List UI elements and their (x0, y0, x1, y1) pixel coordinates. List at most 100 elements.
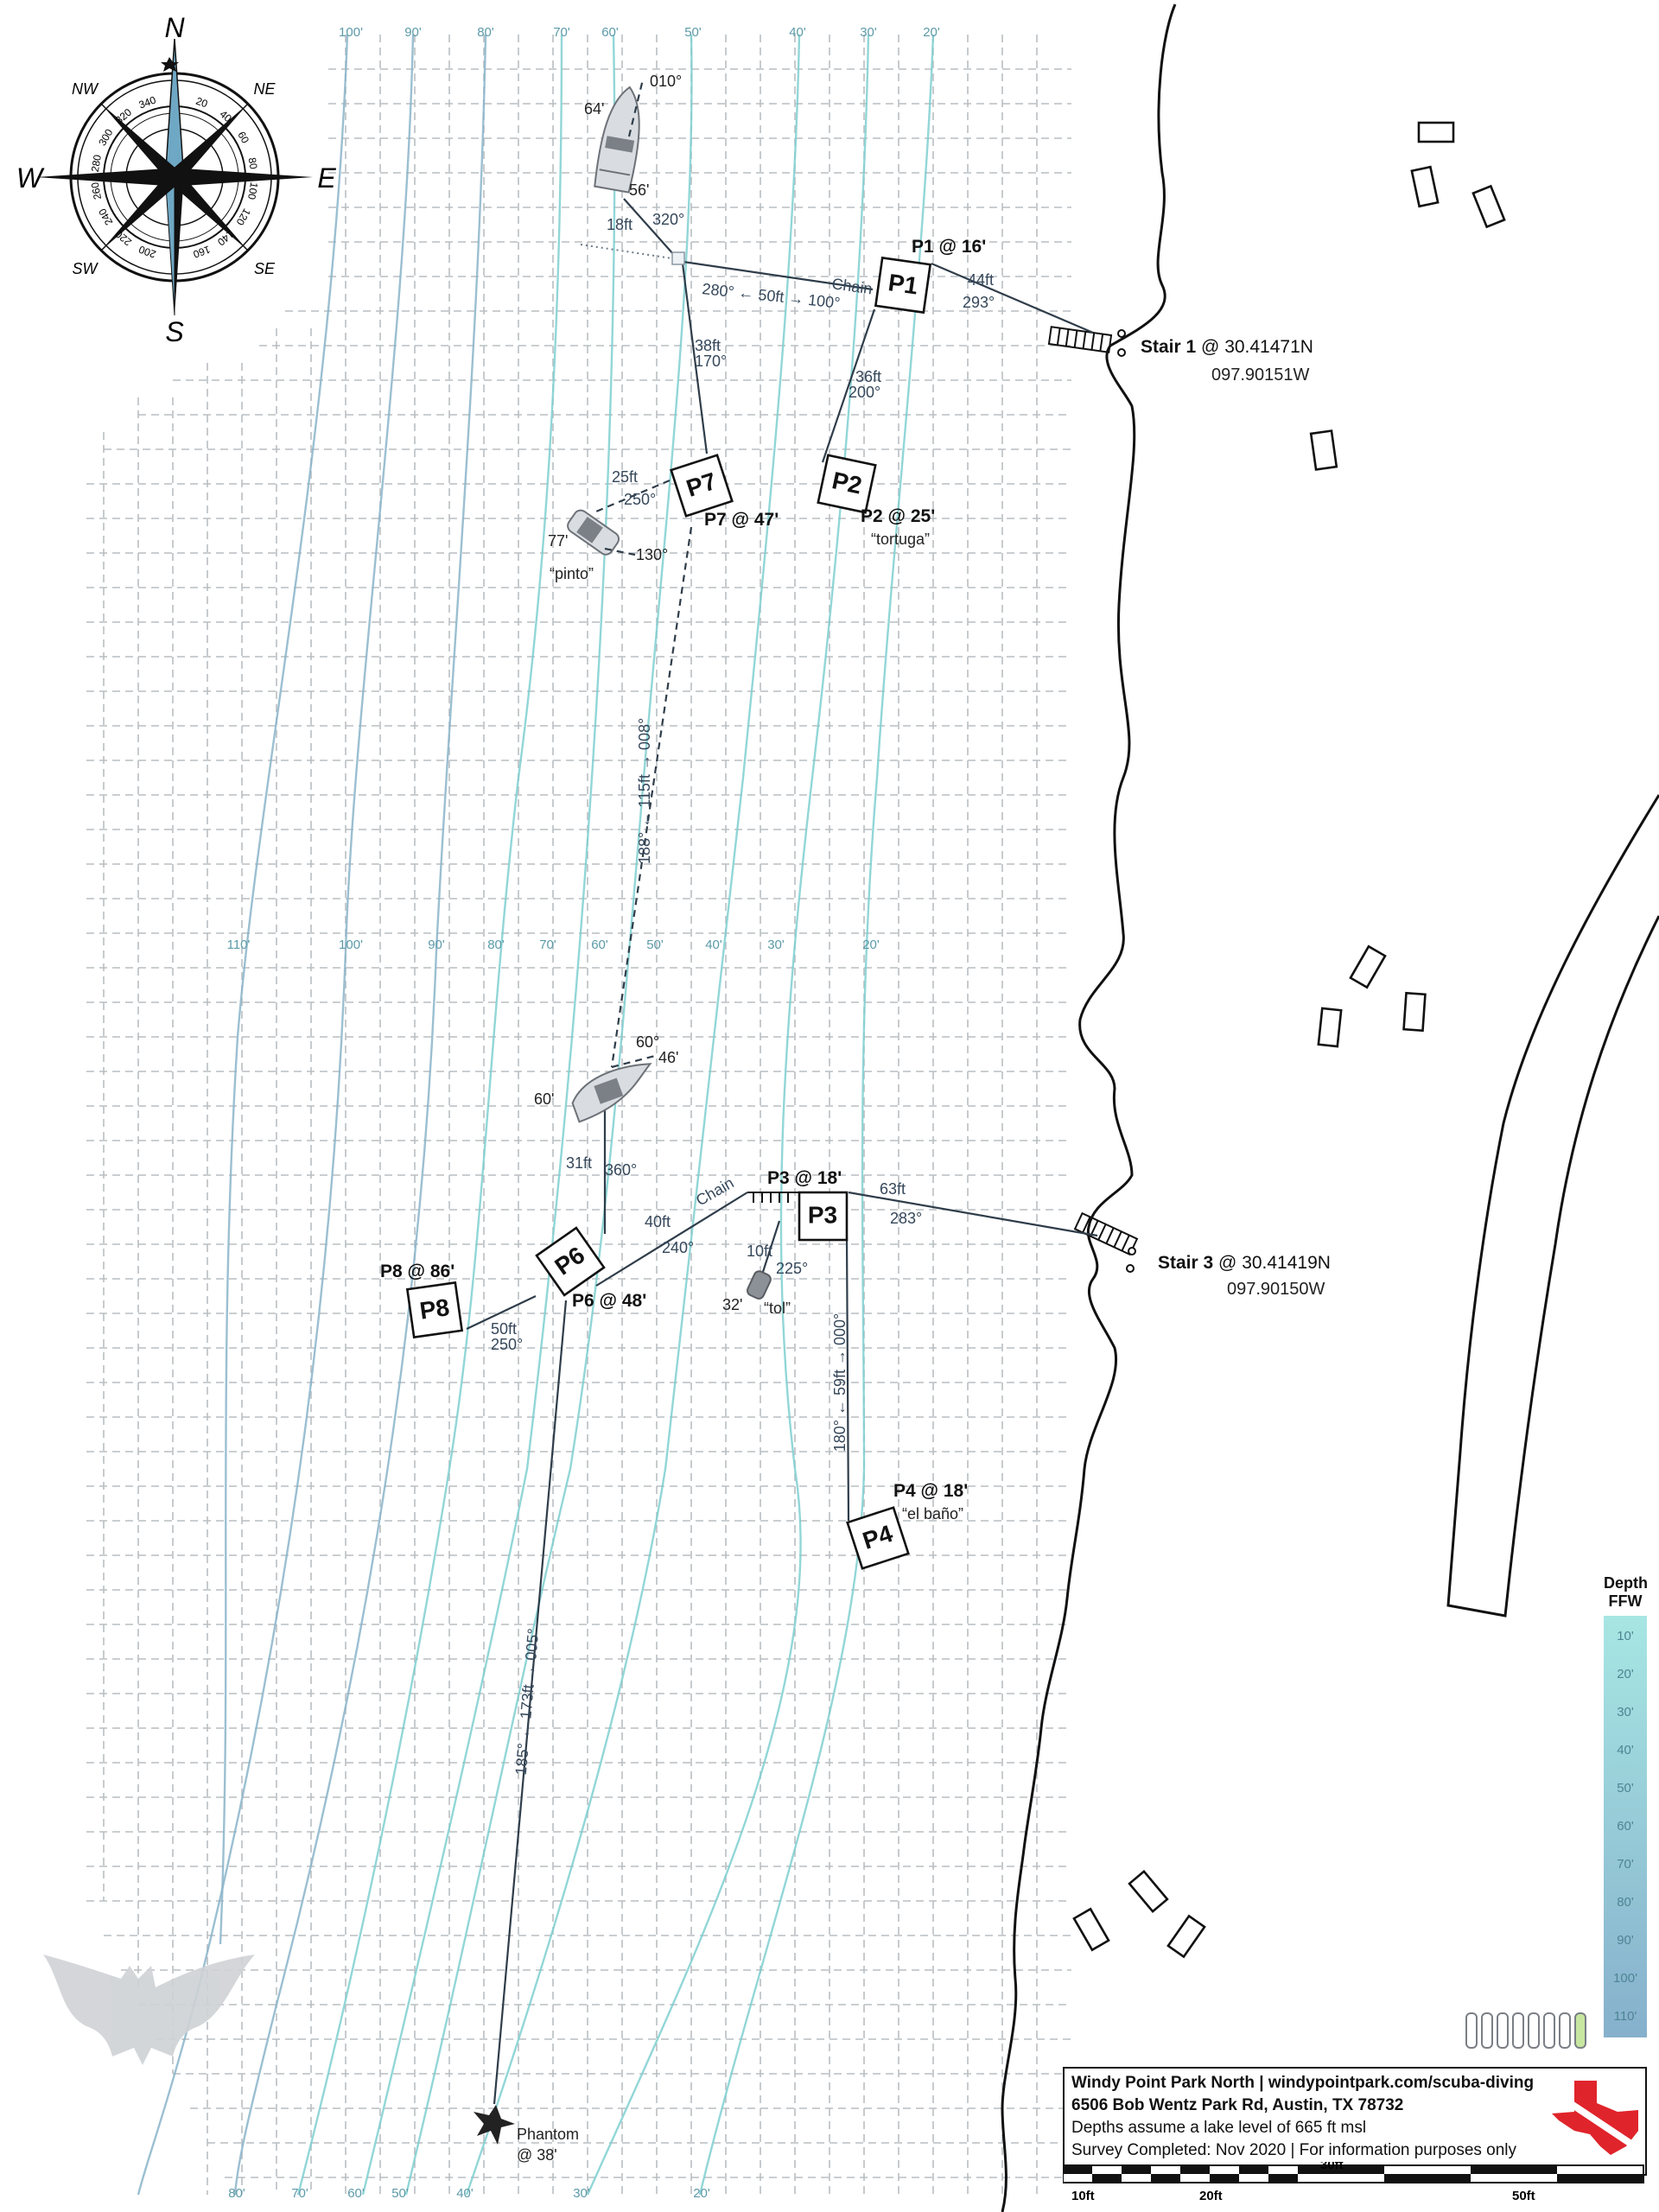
p1-p7-distance: 38ft (695, 337, 721, 354)
to-boat-distance: 18ft (607, 216, 632, 233)
boat-wreck-top[interactable] (594, 84, 648, 194)
map-legend: Windy Point Park North | windypointpark.… (1063, 2067, 1647, 2176)
p8-distance: 50ft (491, 1320, 517, 1338)
buoy-marker (671, 251, 685, 265)
depth-level: 90' (1617, 1933, 1634, 1948)
scale-label: 20ft (1199, 2189, 1223, 2203)
compass-nw: NW (72, 80, 99, 98)
stair-3-label: Stair 3 @ 30.41419N (1158, 1253, 1331, 1273)
point-p8-box: P8 (418, 1294, 451, 1324)
tol-bearing: 225° (776, 1260, 808, 1277)
contour-label: 50' (391, 2186, 409, 2201)
contour-label: 100' (339, 938, 363, 952)
point-p3[interactable]: P3 (798, 1191, 849, 1242)
boat2-heading: 60° (636, 1033, 659, 1051)
compass-rose: N S E W NE NW SE SW 20 40 60 80 100 120 … (16, 12, 336, 347)
to-boat-bearing: 320° (652, 211, 684, 228)
p1-p2-distance: 36ft (855, 368, 881, 385)
compass-deg-320: 320 (113, 106, 135, 127)
scale-bar: 10ft 20ft 30ft 50ft (1062, 2158, 1647, 2205)
compass-deg-160: 160 (191, 243, 212, 260)
depth-legend-title: Depth (1604, 1574, 1648, 1592)
building (1166, 1914, 1206, 1959)
tol-name: “tol” (764, 1300, 791, 1317)
scale-label: 30ft (1320, 2162, 1344, 2172)
compass-ne: NE (253, 80, 276, 98)
stair-3-longitude: 097.90150W (1227, 1280, 1325, 1299)
compass-e: E (317, 162, 336, 194)
depth-legend-bar: 10' 20' 30' 40' 50' 60' 70' 80' 90' 100'… (1604, 1616, 1647, 2037)
point-p4-label: P4 @ 18' (893, 1481, 968, 1501)
boat-heading-label: 010° (650, 73, 682, 90)
compass-deg-280: 280 (89, 154, 104, 173)
contour-label: 90' (428, 938, 445, 952)
contour-label: 70' (553, 25, 570, 40)
point-p4[interactable]: P4 (846, 1506, 910, 1570)
building (1317, 1007, 1343, 1048)
legend-title: Windy Point Park North | windypointpark.… (1071, 2074, 1535, 2092)
chain-hatch (747, 1192, 799, 1203)
phantom-plane[interactable] (474, 2105, 515, 2145)
depth-level: 80' (1617, 1895, 1634, 1910)
point-p7-label: P7 @ 47' (704, 510, 779, 530)
p6-boat-distance: 31ft (566, 1154, 592, 1172)
depth-legend: Depth FFW 10' 20' 30' 40' 50' 60' 70' 80… (1604, 1574, 1648, 2037)
route-labels: 010° 64' 56' 18ft 320° Chain 280° ← 50ft… (491, 73, 995, 2164)
contour-label: 90' (404, 25, 422, 40)
shoreline (1001, 3, 1177, 2212)
dive-routes (466, 198, 1098, 2105)
point-p2[interactable]: P2 (817, 454, 877, 514)
compass-deg-80: 80 (246, 156, 260, 170)
texas-dive-flag-icon (1552, 2081, 1638, 2155)
depth-level: 30' (1617, 1705, 1634, 1719)
point-p1-box: P1 (887, 269, 919, 299)
boat-wreck-mid[interactable] (567, 1058, 660, 1123)
point-p7[interactable]: P7 (670, 454, 734, 518)
p6-p3-bearing: 240° (662, 1239, 694, 1256)
building (1471, 184, 1506, 229)
contour-label: 70' (539, 938, 556, 952)
contour-label: 20' (693, 2186, 710, 2201)
stair-3[interactable] (1073, 1211, 1139, 1273)
point-p2-label: P2 @ 25' (861, 506, 935, 526)
point-p8-label: P8 @ 86' (380, 1262, 454, 1281)
star-icon (161, 57, 179, 72)
contour-label: 60' (591, 938, 608, 952)
tank-icons (1465, 2012, 1586, 2049)
depth-legend-subtitle: FFW (1608, 1592, 1643, 1610)
point-p1[interactable]: P1 (874, 256, 932, 315)
depth-level: 20' (1617, 1667, 1634, 1681)
compass-deg-140: 140 (215, 228, 237, 249)
tol-barrel[interactable] (746, 1269, 772, 1300)
pinto-car[interactable] (565, 508, 621, 557)
point-p3-box: P3 (808, 1201, 837, 1228)
stair-1[interactable] (1047, 326, 1126, 357)
pinto-name: “pinto” (550, 565, 594, 582)
depth-level: 40' (1617, 1743, 1634, 1758)
depth-level: 110' (1613, 2009, 1637, 2024)
contour-labels-bottom: 80' 70' 60' 50' 40' 30' 20' (228, 2186, 710, 2201)
contour-label: 20' (923, 25, 940, 40)
depth-level: 60' (1617, 1819, 1634, 1834)
pinto-heading: 130° (636, 546, 668, 563)
compass-w: W (16, 162, 45, 194)
contour-labels-top: 100' 90' 80' 70' 60' 50' 40' 30' 20' (339, 25, 940, 40)
p6-p3-distance: 40ft (645, 1213, 671, 1230)
point-p6[interactable]: P6 (535, 1226, 606, 1297)
depth-level: 70' (1617, 1857, 1634, 1872)
scale-label: 50ft (1512, 2189, 1535, 2203)
boat-heading-line (627, 79, 645, 137)
pinto-depth: 77' (548, 532, 568, 550)
point-p1-label: P1 @ 16' (912, 237, 986, 257)
building (1309, 429, 1338, 471)
compass-deg-220: 220 (112, 227, 134, 248)
point-p8[interactable]: P8 (405, 1281, 464, 1339)
survey-grid (86, 35, 1071, 2195)
building (1072, 1907, 1110, 1952)
compass-n: N (164, 12, 185, 43)
p3-p4-route-label: 180° ← 59ft → 000° (831, 1313, 849, 1452)
building (1402, 991, 1427, 1033)
p1-p7-bearing: 170° (695, 353, 727, 370)
pinto-bearing: 250° (624, 491, 656, 508)
stair-1-label: Stair 1 @ 30.41471N (1141, 337, 1313, 357)
